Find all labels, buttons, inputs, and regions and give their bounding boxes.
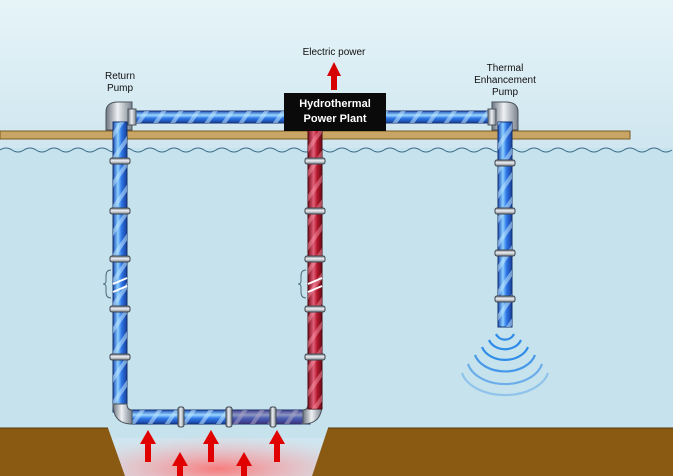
coupling (304, 353, 326, 361)
pipe-couplings (109, 157, 516, 361)
ripple (487, 339, 523, 351)
heat-arrow (140, 430, 156, 462)
heat-zone (108, 428, 328, 476)
return-pump-flange (127, 108, 137, 126)
water (0, 148, 673, 438)
coupling (494, 159, 516, 167)
coupling (109, 207, 131, 215)
coupling (494, 207, 516, 215)
bottom-pipe-stripe (130, 410, 310, 424)
cold-downpipe (112, 121, 128, 413)
power-plant-label: Hydrothermal Power Plant (284, 93, 386, 131)
surface-pipes (127, 110, 499, 124)
depth-brace-middle (297, 269, 307, 299)
coupling (304, 157, 326, 165)
ripple (473, 354, 537, 373)
heat-arrow (269, 430, 285, 462)
ground (0, 428, 673, 476)
enhancement-downpipe (497, 121, 513, 328)
coupling (304, 305, 326, 313)
pipe-break-left (112, 277, 128, 293)
electric-power-label: Electric power (302, 47, 366, 58)
coupling (494, 295, 516, 303)
ripple (495, 333, 515, 341)
electric-power-arrow (327, 62, 341, 90)
bottom-couplings (177, 406, 277, 428)
bottom-pipe (112, 403, 323, 425)
cold-pipe-stripe (113, 122, 127, 412)
coupling (269, 406, 277, 428)
pipe-break-middle (307, 277, 323, 293)
enhancement-pipe-stripe (384, 111, 498, 123)
heat-arrow (236, 452, 252, 476)
ripple (460, 372, 550, 397)
bottom-left-elbow (112, 403, 133, 425)
coupling (109, 305, 131, 313)
heat-arrows (140, 430, 285, 476)
thermal-pump-label: Thermal Enhancement Pump (474, 63, 536, 98)
coupling (109, 353, 131, 361)
heat-arrow (172, 452, 188, 476)
hot-pipe-stripe (308, 125, 322, 409)
enhancement-pipe-stripe (498, 122, 512, 327)
heat-arrow (203, 430, 219, 462)
coupling (109, 157, 131, 165)
coupling (494, 249, 516, 257)
depth-brace-left (102, 269, 112, 299)
coupling (304, 207, 326, 215)
water-surface (0, 147, 673, 153)
hot-uppipe (307, 124, 323, 410)
discharge-ripples (460, 333, 550, 397)
coupling (304, 255, 326, 263)
coupling (109, 255, 131, 263)
return-pump-label: Return Pump (104, 71, 135, 94)
ripple (466, 363, 544, 386)
enhancement-pump-flange (487, 108, 497, 126)
depth-break-markers (102, 269, 323, 299)
coupling (177, 406, 185, 428)
return-pipe-stripe (128, 111, 288, 123)
coupling (225, 406, 233, 428)
ripple (480, 346, 530, 361)
